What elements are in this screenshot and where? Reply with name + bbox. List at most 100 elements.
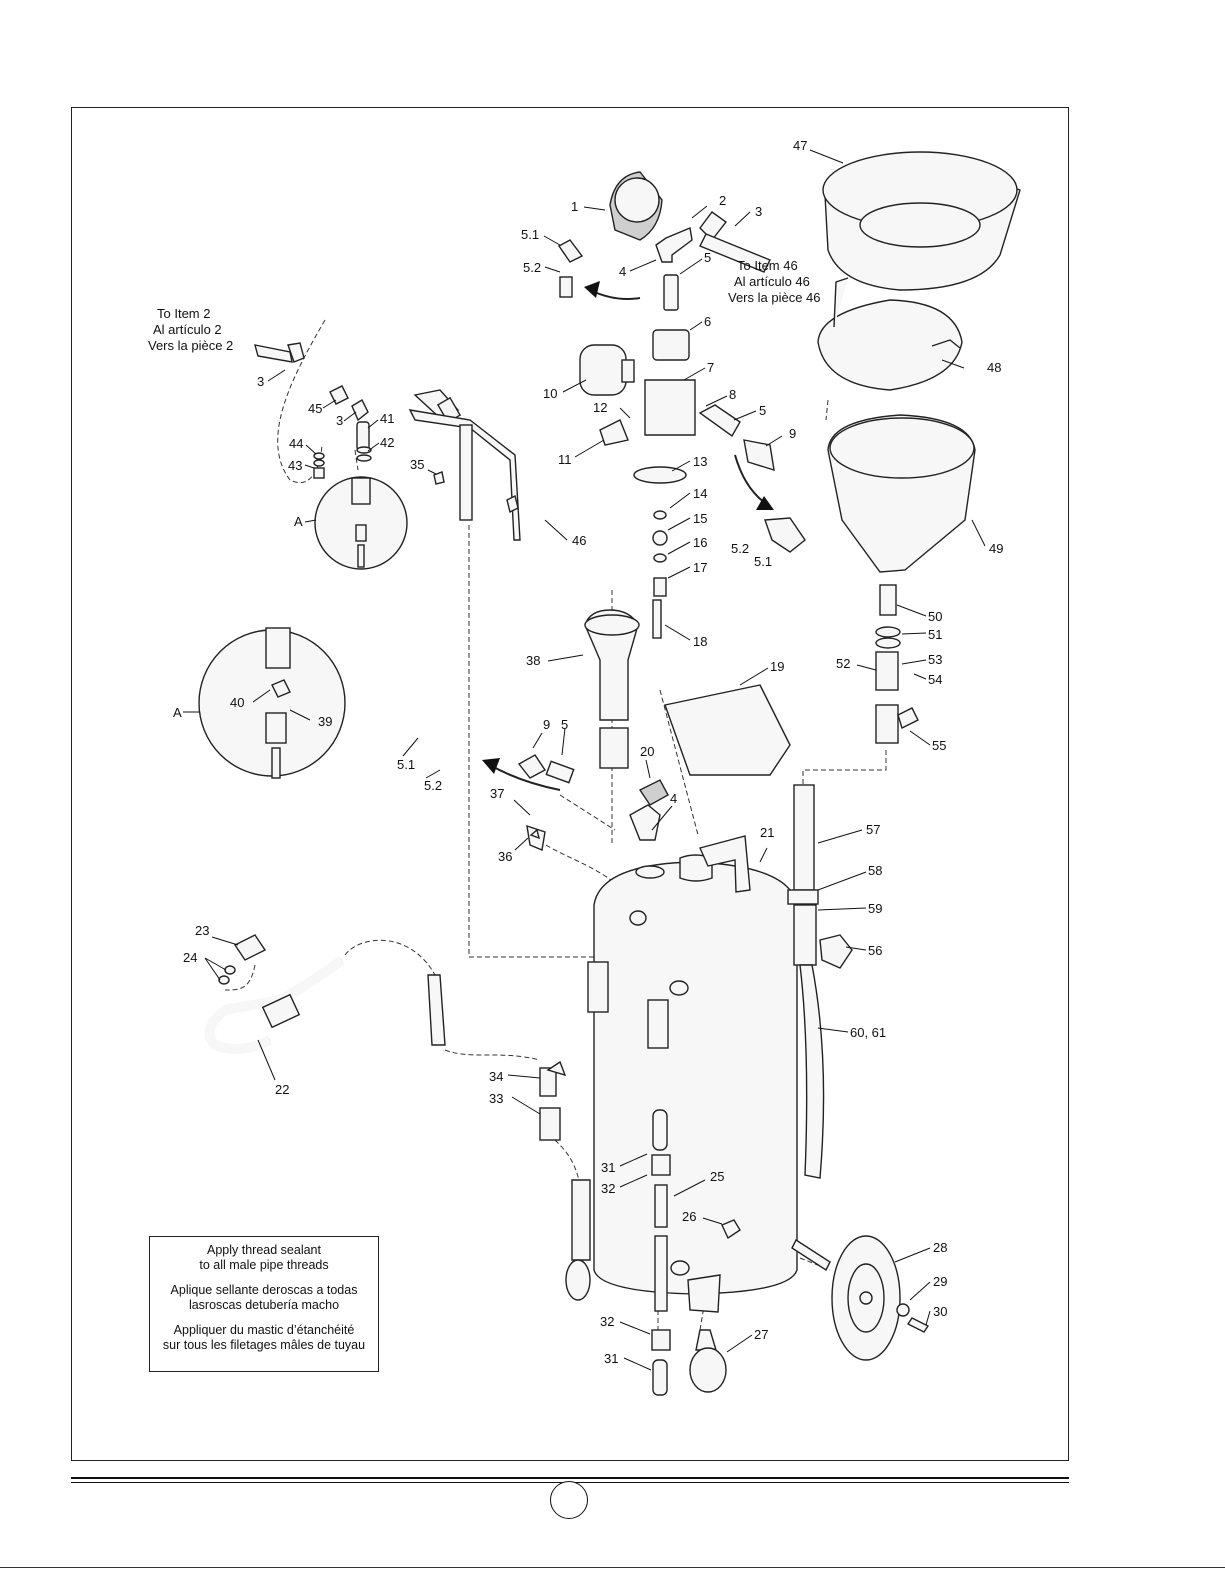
callout: 5 <box>561 717 568 732</box>
callout: 4 <box>670 791 677 806</box>
callout: 17 <box>693 560 707 575</box>
callout: 18 <box>693 634 707 649</box>
callout: 29 <box>933 1274 947 1289</box>
callout: 60, 61 <box>850 1025 886 1040</box>
ref-to-item-2: Vers la pièce 2 <box>148 338 233 353</box>
leader-lines <box>183 149 986 1371</box>
callout: 20 <box>640 744 654 759</box>
callout: 43 <box>288 458 302 473</box>
callout: 8 <box>729 387 736 402</box>
note-line: Aplique sellante deroscas a todas <box>170 1283 358 1297</box>
callout: 48 <box>987 360 1001 375</box>
callout: 26 <box>682 1209 696 1224</box>
callout: 13 <box>693 454 707 469</box>
callout: 19 <box>770 659 784 674</box>
wheels <box>565 1179 930 1393</box>
callout: 22 <box>275 1082 289 1097</box>
callout: 56 <box>868 943 882 958</box>
cross-references: To Item 46 Al artículo 46 Vers la pièce … <box>148 258 821 353</box>
handle <box>408 409 521 541</box>
callout: A <box>294 514 303 529</box>
direction-arrows <box>482 281 774 791</box>
callout: 31 <box>601 1160 615 1175</box>
callout: 57 <box>866 822 880 837</box>
drain-valve-assembly <box>787 584 919 1179</box>
callout: 11 <box>558 452 572 467</box>
callout: 15 <box>693 511 707 526</box>
callout: 41 <box>380 411 394 426</box>
side-fittings <box>413 389 806 841</box>
callout: 50 <box>928 609 942 624</box>
callout: 4 <box>619 264 626 279</box>
callout: 37 <box>490 786 504 801</box>
callout: 16 <box>693 535 707 550</box>
callout: 5 <box>759 403 766 418</box>
callout: 38 <box>526 653 540 668</box>
callout: 58 <box>868 863 882 878</box>
callout: 39 <box>318 714 332 729</box>
callout: 14 <box>693 486 707 501</box>
callout: 5.2 <box>523 260 541 275</box>
callout: 27 <box>754 1327 768 1342</box>
callout: 52 <box>836 656 850 671</box>
callout: 55 <box>932 738 946 753</box>
footer-rule <box>71 1477 1069 1479</box>
pressure-gauge <box>557 171 771 311</box>
callout: 5.1 <box>521 227 539 242</box>
callout: 47 <box>793 138 807 153</box>
note-line: to all male pipe threads <box>199 1258 329 1272</box>
page-bottom-rule <box>0 1567 1225 1568</box>
ref-to-item-2: Al artículo 2 <box>153 322 222 337</box>
line-fittings <box>254 342 546 851</box>
diagram-frame <box>71 107 1069 1461</box>
note-line: sur tous les filetages mâles de tuyau <box>162 1338 366 1352</box>
callout: 45 <box>308 401 322 416</box>
bottom-fittings <box>539 1060 741 1396</box>
callout: 5 <box>704 250 711 265</box>
callout: 21 <box>760 825 774 840</box>
callout: 3 <box>257 374 264 389</box>
callout: 32 <box>601 1181 615 1196</box>
ref-to-item-2: To Item 2 <box>157 306 210 321</box>
callout: 5.2 <box>424 778 442 793</box>
tank <box>587 835 798 1313</box>
callout: 59 <box>868 901 882 916</box>
callout: 54 <box>928 672 942 687</box>
callout: 35 <box>410 457 424 472</box>
hose <box>204 934 446 1054</box>
ref-to-item-46: Al artículo 46 <box>734 274 810 289</box>
callout: 5.2 <box>731 541 749 556</box>
callout: 2 <box>719 193 726 208</box>
callout: A <box>173 705 182 720</box>
ref-to-item-46: To Item 46 <box>737 258 798 273</box>
page-number-circle <box>550 1481 588 1519</box>
callout: 36 <box>498 849 512 864</box>
callout: 10 <box>543 386 557 401</box>
detail-a-circles <box>198 476 408 779</box>
callout: 23 <box>195 923 209 938</box>
collection-bowls <box>817 151 1021 573</box>
note-line: Apply thread sealant <box>207 1243 321 1257</box>
callout: 40 <box>230 695 244 710</box>
callout: 31 <box>604 1351 618 1366</box>
callout: 6 <box>704 314 711 329</box>
callout: 53 <box>928 652 942 667</box>
callout: 28 <box>933 1240 947 1255</box>
valve-head-assembly <box>579 329 775 639</box>
callout: 24 <box>183 950 197 965</box>
callout: 46 <box>572 533 586 548</box>
callout: 32 <box>600 1314 614 1329</box>
ref-to-item-46: Vers la pièce 46 <box>728 290 821 305</box>
callout: 51 <box>928 627 942 642</box>
callout: 33 <box>489 1091 503 1106</box>
callout: 25 <box>710 1169 724 1184</box>
callout: 7 <box>707 360 714 375</box>
callout: 9 <box>789 426 796 441</box>
callout: 3 <box>755 204 762 219</box>
callout: 5.1 <box>397 757 415 772</box>
callout: 49 <box>989 541 1003 556</box>
callout: 42 <box>380 435 394 450</box>
callout: 44 <box>289 436 303 451</box>
callout: 5.1 <box>754 554 772 569</box>
